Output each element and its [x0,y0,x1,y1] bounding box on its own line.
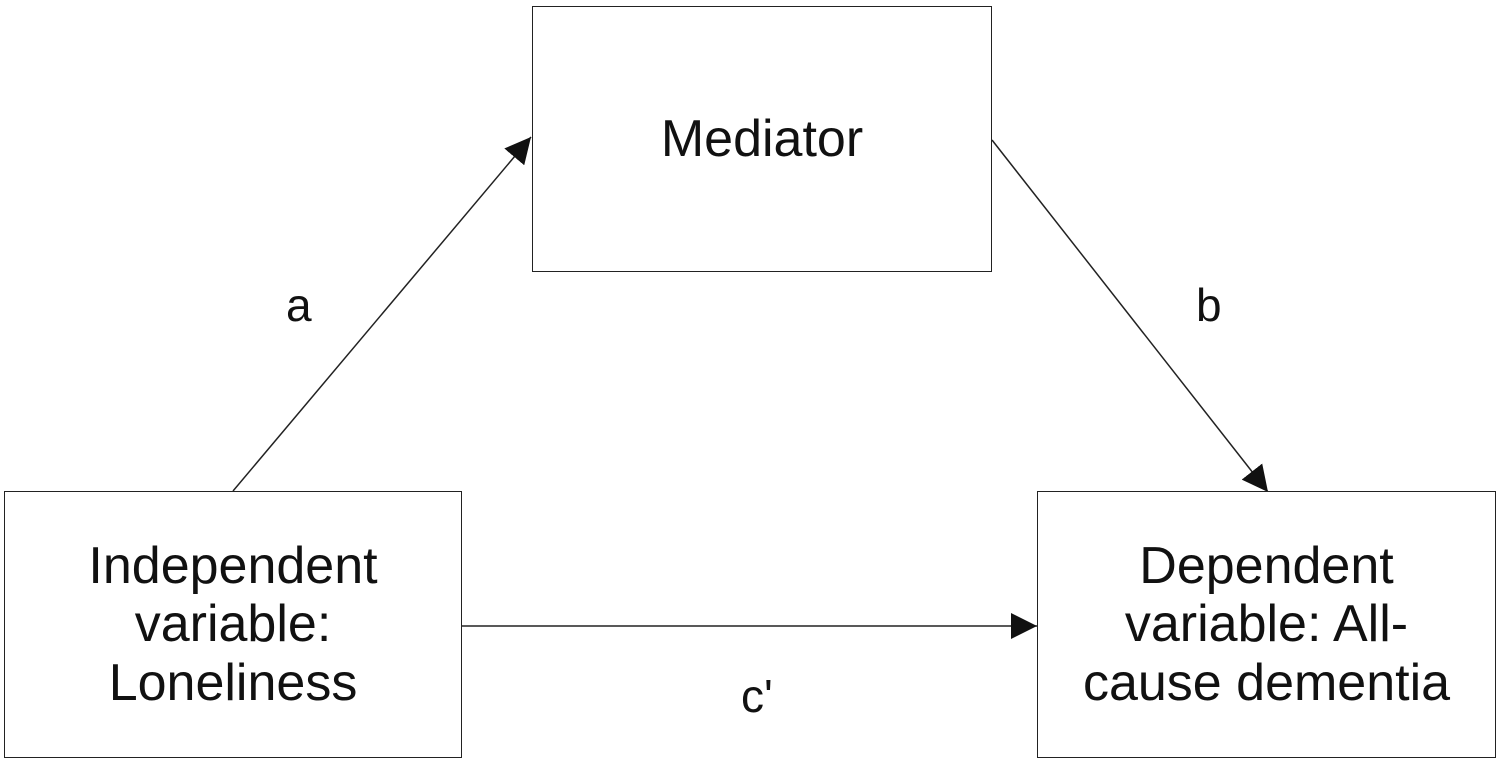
mediator-text: Mediator [661,110,863,168]
independent-line-3: Loneliness [108,653,358,712]
dependent-variable-box: Dependent variable: All- cause dementia [1037,491,1496,758]
path-c-prime-label: c' [741,670,773,722]
dependent-line-2: variable: All- [1124,595,1409,654]
path-a-label: a [286,279,312,331]
dependent-line-3: cause dementia [1082,653,1451,712]
dependent-variable-text: Dependent variable: All- cause dementia [1083,537,1450,712]
dependent-line-1: Dependent [1139,537,1394,596]
mediator-box: Mediator [532,6,992,272]
arrow-a [232,136,532,492]
independent-line-2: variable: [134,595,332,654]
mediator-label: Mediator [660,109,864,168]
arrow-b [991,139,1269,493]
independent-variable-text: Independent variable: Loneliness [88,537,377,712]
independent-variable-box: Independent variable: Loneliness [4,491,462,758]
independent-line-1: Independent [88,537,378,596]
path-b-label: b [1196,279,1222,331]
